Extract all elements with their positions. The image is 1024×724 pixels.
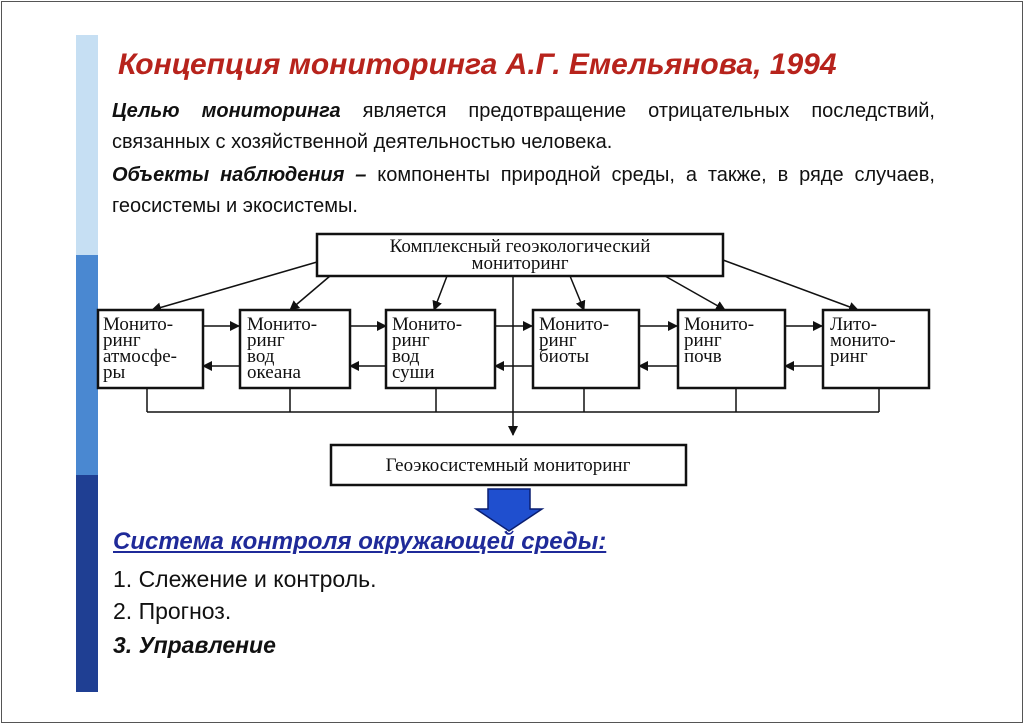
goal-paragraph: Целью мониторинга является предотвращени… [112,96,935,158]
node-ocean-line-4: океана [247,362,302,383]
goal-term: Целью мониторинга [112,100,341,122]
node-box-biota [531,308,641,390]
accent-bar-dark [76,475,98,692]
node-land-water-line-4: суши [392,362,434,383]
node-soil-line-2: ринг [684,330,722,351]
node-ocean-line-2: ринг [247,330,285,351]
node-litho-line-2: монито- [830,330,896,351]
system-heading: Система контроля окружающей среды: [113,528,607,555]
node-atmosphere-line-2: ринг [103,330,141,351]
node-box-ocean [238,308,352,390]
node-atmosphere-line-4: ры [103,362,126,383]
goal-text: является предотвращение отрицательных по… [112,100,935,153]
system-item-2: 2. Прогноз. [113,598,232,624]
top-node-box [315,232,725,278]
node-box-soil [676,308,787,390]
node-litho-line-3: ринг [830,346,868,367]
node-biota-line-2: ринг [539,330,577,351]
accent-bar-light [76,35,98,255]
node-box-land-water [384,308,497,390]
node-atmosphere-line-3: атмосфе- [103,346,177,367]
monitoring-diagram: Комплексный геоэкологический мониторинг … [96,232,931,532]
system-item-3: 3. Управление [113,632,276,658]
top-node-line-2: мониторинг [471,253,568,274]
node-atmosphere-line-1: Монито- [103,314,173,335]
slide-title: Концепция мониторинга А.Г. Емельянова, 1… [118,48,837,81]
node-litho-line-1: Лито- [830,314,877,335]
node-land-water-line-2: ринг [392,330,430,351]
node-ocean-line-3: вод [247,346,275,367]
node-land-water-line-1: Монито- [392,314,462,335]
node-soil-line-1: Монито- [684,314,754,335]
bottom-node-label: Геоэкосистемный мониторинг [386,455,631,476]
accent-bar-mid [76,255,98,475]
node-biota-line-1: Монито- [539,314,609,335]
system-item-1: 1. Слежение и контроль. [113,566,377,592]
down-arrow-icon [473,488,545,532]
objects-term: Объекты наблюдения – [112,164,367,186]
objects-paragraph: Объекты наблюдения – компоненты природно… [112,160,935,222]
top-node-line-1: Комплексный геоэкологический [390,236,651,257]
node-box-litho [821,308,931,390]
node-ocean-line-1: Монито- [247,314,317,335]
node-biota-line-3: биоты [539,346,589,367]
node-soil-line-3: почв [684,346,722,367]
objects-text: компоненты природной среды, а также, в р… [112,164,935,217]
node-land-water-line-3: вод [392,346,420,367]
node-box-atmosphere [96,308,205,390]
bottom-node-box [329,443,688,487]
